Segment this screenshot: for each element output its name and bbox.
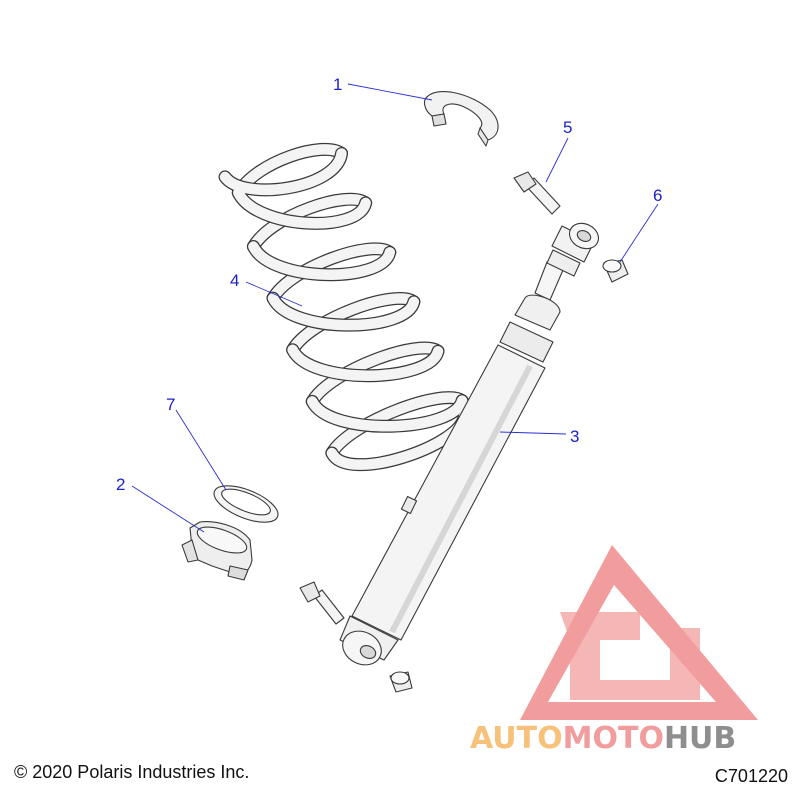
part-1-upper-spring-seat [423,91,499,147]
callout-2: 2 [116,475,125,494]
lower-nut [389,671,413,693]
callout-6: 6 [653,186,662,205]
watermark-logo-icon [520,545,758,720]
part-3-shock-absorber [339,222,600,666]
figure-id: C701220 [714,766,788,786]
callout-1: 1 [333,75,342,94]
callout-5: 5 [563,118,572,137]
callout-7: 7 [166,395,175,414]
callout-3: 3 [570,427,579,446]
watermark-text: AUTOMOTOHUB [470,721,736,756]
leader-lines [131,83,659,533]
callout-4: 4 [230,271,239,290]
lower-bolt [299,581,345,625]
part-4-coil-spring [218,143,471,472]
part-5-bolt [513,171,561,215]
part-2-lower-spring-seat [181,521,253,581]
part-7-spacer-ring [213,485,279,523]
part-6-nut [602,259,629,283]
copyright-notice: © 2020 Polaris Industries Inc. [14,762,250,782]
